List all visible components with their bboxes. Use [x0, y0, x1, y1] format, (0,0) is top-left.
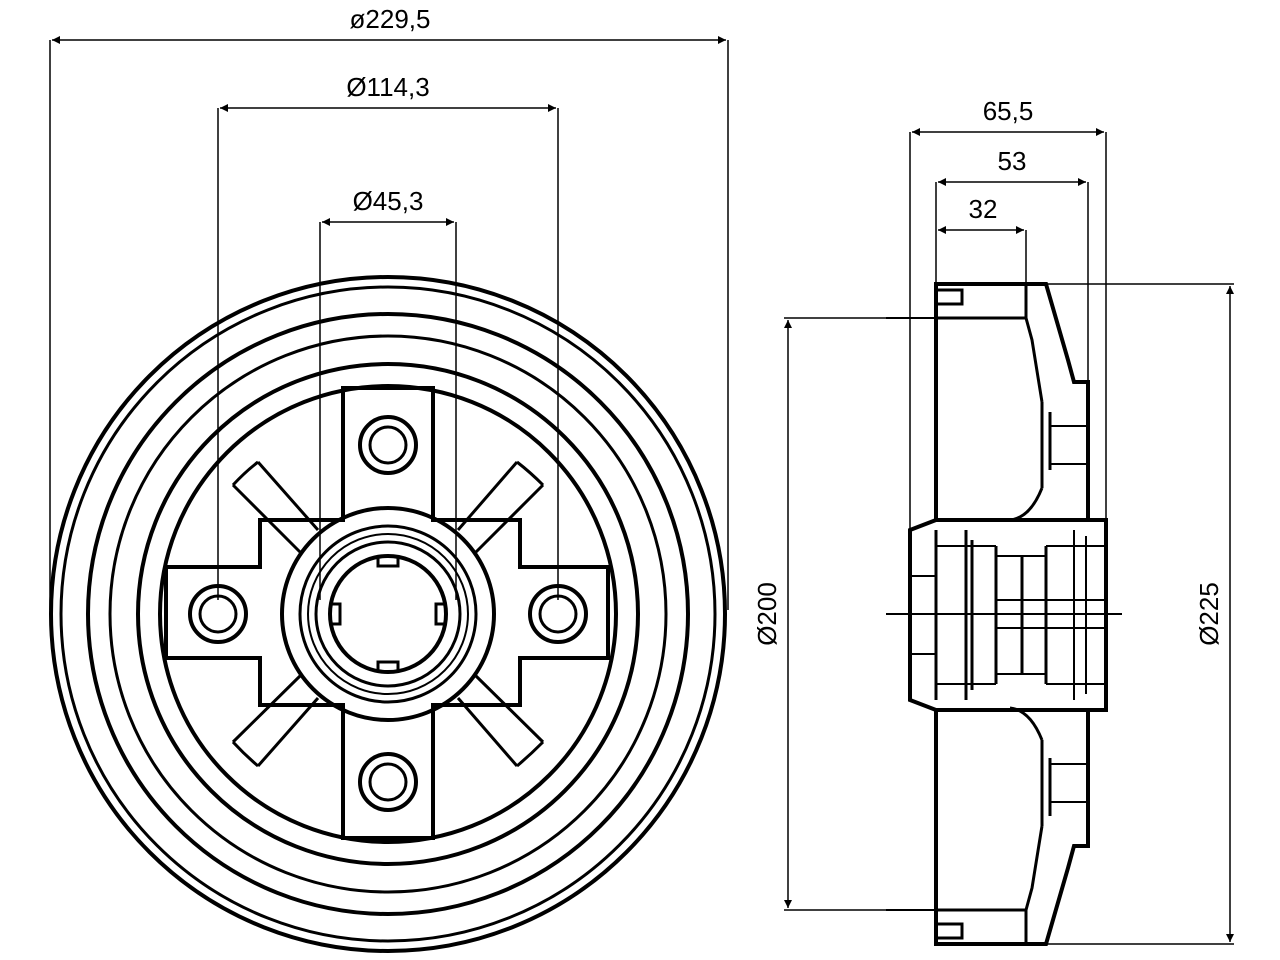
drum-inner-upper [936, 316, 1044, 403]
hub-boss-ring-3 [314, 540, 462, 688]
hub-flange-ring [158, 384, 618, 844]
drum-face-ring [136, 362, 640, 866]
drum-outer-rim-inner [59, 285, 717, 943]
dim-drum-inner-label: Ø200 [752, 582, 782, 646]
drum-shell-upper [934, 282, 1108, 530]
dim-drum-outer-label: Ø225 [1194, 582, 1224, 646]
dim-total-height-label: 65,5 [983, 96, 1034, 126]
dimension-center-bore: Ø45,3 [319, 186, 457, 600]
dim-53-label: 53 [998, 146, 1027, 176]
front-view: ø229,5 Ø114,3 Ø45,3 [49, 4, 729, 953]
dimension-drum-inner: Ø200 [752, 317, 886, 911]
dim-outer-label: ø229,5 [350, 4, 431, 34]
drum-inner-lower [936, 825, 1044, 912]
dim-32-label: 32 [969, 194, 998, 224]
center-bore [328, 554, 448, 674]
dimension-32: 32 [938, 194, 1027, 284]
dimension-outer-diameter: ø229,5 [49, 4, 729, 610]
drum-outer-rim [49, 275, 727, 953]
hub-boss-outer [280, 506, 496, 722]
dim-center-bore-label: Ø45,3 [353, 186, 424, 216]
dimension-bolt-circle: Ø114,3 [217, 72, 559, 600]
hub-cross-plate [164, 386, 610, 840]
bore-keys [330, 556, 446, 672]
stud-boss-upper [1009, 402, 1088, 522]
drum-braking-surface [86, 312, 690, 916]
rim-lip-top [936, 288, 964, 306]
dimension-drum-outer: Ø225 [1046, 283, 1234, 945]
hub-ribs [231, 460, 545, 768]
bolt-holes [188, 415, 588, 812]
rim-lip-bottom [936, 922, 964, 940]
drum-step-ring [108, 334, 668, 894]
dim-bolt-circle-label: Ø114,3 [346, 72, 429, 102]
stud-boss-lower [1009, 706, 1088, 826]
hub-boss-ring [298, 524, 478, 704]
dimension-total-height: 65,5 [909, 96, 1107, 530]
hub-boss-ring-2 [307, 533, 469, 695]
side-view: 65,5 53 32 Ø200 Ø225 [752, 96, 1234, 946]
drum-shell-lower [934, 700, 1108, 946]
dimension-53: 53 [935, 146, 1089, 382]
